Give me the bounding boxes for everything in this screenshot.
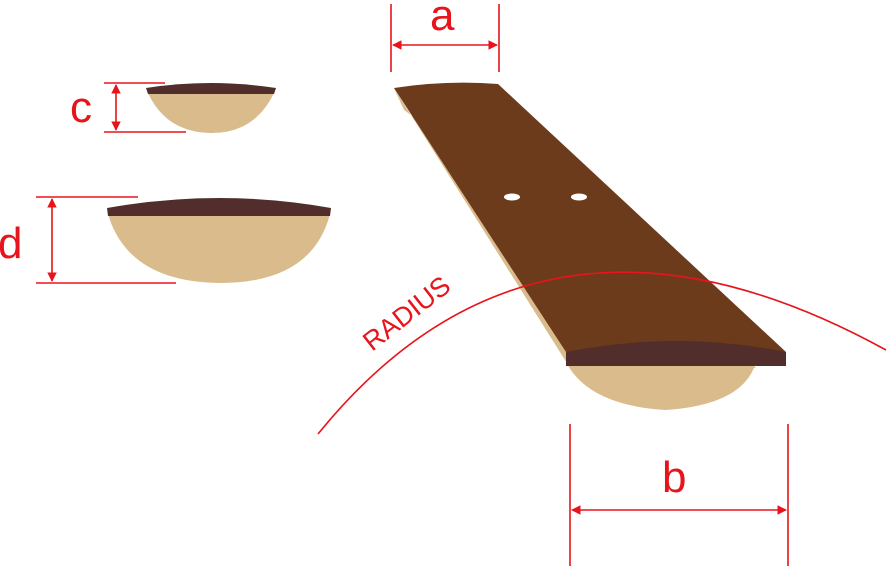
label-d: d [0,219,22,268]
dimension-d [36,196,176,284]
label-c: c [70,83,92,132]
radius-arc [317,271,887,435]
position-marker-dot [504,193,520,201]
fingerboard-perspective [394,82,786,410]
radius-label: RADIUS [357,270,456,356]
large-fingerboard-profile [107,198,331,216]
dimension-c [104,82,186,133]
small-cross-section [146,83,276,134]
neck-end-profile [566,362,756,410]
position-marker-dot [571,193,587,201]
large-neck-profile [108,214,330,283]
dimension-b [569,424,789,566]
label-a: a [430,0,455,40]
small-neck-profile [148,93,274,134]
fingerboard-end-face [566,341,786,366]
small-fingerboard-profile [146,83,276,94]
fingerboard-top [394,82,786,353]
large-cross-section [107,198,331,283]
label-b: b [662,453,686,502]
dimension-a [390,4,500,72]
